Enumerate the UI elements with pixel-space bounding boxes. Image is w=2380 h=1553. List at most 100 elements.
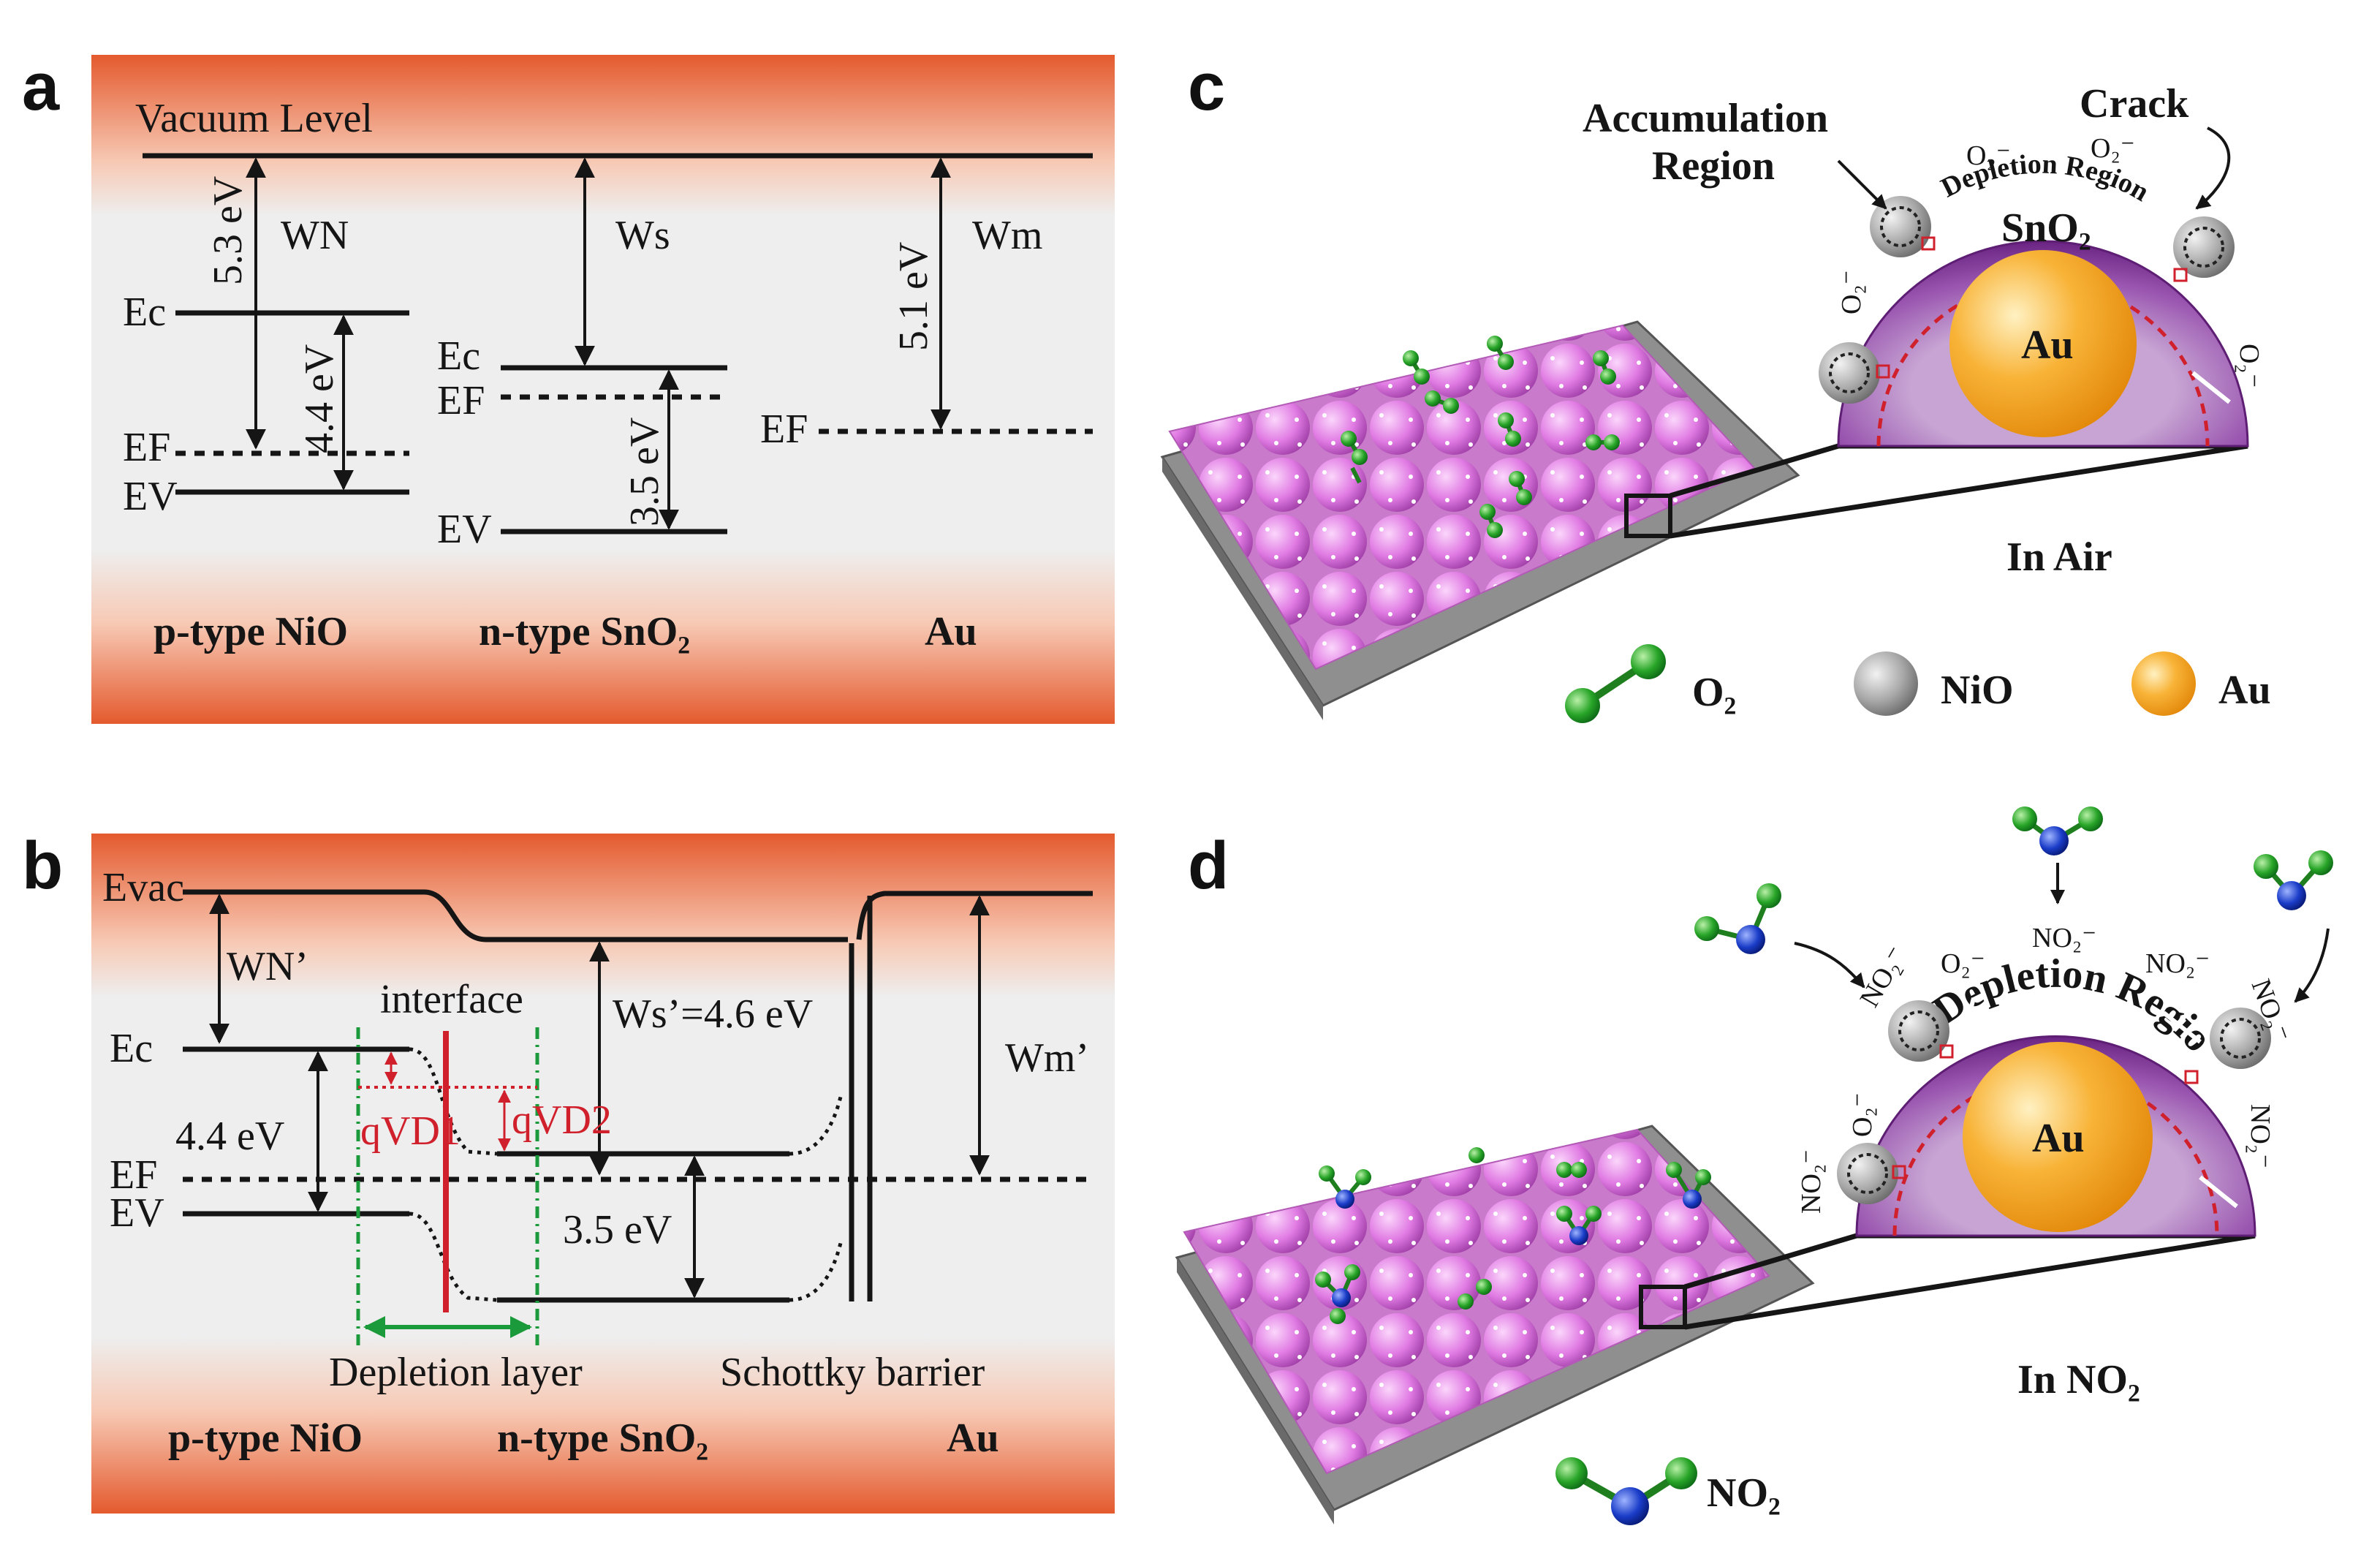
c-o2-minus-top-2: O₂⁻ xyxy=(2091,133,2135,164)
c-sphere-array xyxy=(1168,324,1756,670)
panel-a-sno2-material: n-type SnO₂ xyxy=(479,609,690,654)
legend-au-icon xyxy=(2131,651,2196,716)
c-region-label: Region xyxy=(1652,143,1775,189)
panel-b-nio-material: p-type NiO xyxy=(168,1416,363,1461)
d-no2-minus-left: NO₂⁻ xyxy=(1854,941,1912,1012)
d-o2-minus-left: O₂⁻ xyxy=(1847,1092,1878,1137)
b-44ev-label: 4.4 eV xyxy=(175,1114,284,1159)
c-nio-particles xyxy=(1819,196,2235,404)
c-o2-minus-top-1: O₂⁻ xyxy=(1966,140,2011,171)
interface-label: interface xyxy=(380,977,523,1022)
panel-b-band-diagram: Evac WN’ Ws’=4.6 eV Wm’ Ec EF EV 4.4 eV … xyxy=(91,834,1115,1514)
nio-44ev-label: 4.4 eV xyxy=(297,344,342,453)
b-ec-schottky-bend xyxy=(789,1096,843,1156)
legend-o2-icon xyxy=(1565,688,1600,723)
wm-prime-label: Wm’ xyxy=(1005,1035,1089,1081)
wn-prime-label: WN’ xyxy=(227,944,308,989)
b-ec-label: Ec xyxy=(110,1026,153,1071)
nio-ef-label: EF xyxy=(123,425,170,470)
c-zoom-box xyxy=(1624,494,1672,538)
legend-no2-label: NO₂ xyxy=(1707,1470,1781,1516)
d-substrate-edge xyxy=(1177,1258,1334,1524)
panel-b-au-material: Au xyxy=(947,1416,999,1461)
d-no2-minus-top: NO₂⁻ xyxy=(2032,923,2096,953)
sno2-35ev-label: 3.5 eV xyxy=(622,417,667,526)
wm-label: Wm xyxy=(972,213,1042,258)
evac-line-left xyxy=(183,889,848,942)
au-ef-label: EF xyxy=(760,407,808,452)
nio-ev-label: EV xyxy=(123,474,178,519)
panel-letter-d: d xyxy=(1188,828,1229,903)
c-crack-label: Crack xyxy=(2080,81,2189,126)
panel-letter-a: a xyxy=(22,50,60,124)
legend-nio-label: NiO xyxy=(1941,668,2014,713)
panel-letter-b: b xyxy=(22,828,63,903)
evac-label: Evac xyxy=(102,865,184,910)
qvd2-label: qVD2 xyxy=(512,1097,612,1143)
panel-b-sno2-material: n-type SnO₂ xyxy=(497,1416,708,1461)
legend-no2-icon xyxy=(1555,1457,1588,1489)
d-no2-minus-lower-right: NO₂⁻ xyxy=(2245,1104,2275,1168)
d-arrow-left xyxy=(1794,942,1865,989)
d-legend: NO₂ xyxy=(1555,1457,1781,1525)
nio-ec-label: Ec xyxy=(123,290,166,335)
c-legend: O₂ NiO Au xyxy=(1565,644,2271,723)
sno2-ef-label: EF xyxy=(437,378,485,423)
c-o2-minus-left: O₂⁻ xyxy=(1836,270,1867,314)
c-au-core xyxy=(1949,250,2137,437)
b-ev-bend xyxy=(409,1212,498,1302)
c-substrate-edge xyxy=(1162,457,1323,720)
c-o2-minus-right: O₂⁻ xyxy=(2234,344,2265,388)
d-o2-minus-top: O₂⁻ xyxy=(1941,948,1985,979)
c-crack-3 xyxy=(2191,371,2231,404)
c-sno2-label: SnO₂ xyxy=(2001,205,2091,251)
ws-label: Ws xyxy=(615,213,670,258)
d-crack-3 xyxy=(2199,1175,2238,1209)
b-ev-label: EV xyxy=(110,1190,164,1236)
legend-au-label: Au xyxy=(2218,668,2271,713)
panel-a-au-material: Au xyxy=(925,609,977,654)
ws-prime-label: Ws’=4.6 eV xyxy=(613,991,813,1037)
d-no2-minus-lower-left: NO₂⁻ xyxy=(1796,1149,1827,1214)
b-ec-bend xyxy=(409,1047,498,1156)
wn-label: WN xyxy=(281,213,349,258)
d-zoom-line-bottom xyxy=(1684,1233,2256,1330)
d-zoom-line-top xyxy=(1684,1233,1857,1290)
c-au-label: Au xyxy=(2021,322,2074,368)
c-accumulation-label: Accumulation xyxy=(1583,96,1828,141)
sno2-ec-label: Ec xyxy=(437,333,480,379)
c-accumulation-arrow xyxy=(1837,159,1887,210)
sno2-ev-label: EV xyxy=(437,507,492,552)
c-o2-atoms xyxy=(1341,336,1620,538)
nio-53ev-label: 5.3 eV xyxy=(205,176,251,285)
c-condition-label: In Air xyxy=(2006,534,2112,580)
d-arrow-right xyxy=(2294,928,2330,1003)
b-35ev-label: 3.5 eV xyxy=(563,1207,672,1252)
panel-a-band-diagram: Vacuum Level WN 5.3 eV 4.4 eV Ec EF EV W… xyxy=(91,55,1115,724)
depletion-layer-label: Depletion layer xyxy=(329,1350,583,1395)
qvd1-label: qVD1 xyxy=(360,1108,461,1154)
c-crack-1 xyxy=(1949,192,1968,221)
c-crack-arrow xyxy=(2195,126,2231,210)
b-ef-label: EF xyxy=(110,1152,157,1198)
c-zoom-line-top xyxy=(1670,443,1839,499)
panel-b-background xyxy=(91,834,1115,1514)
d-au-label: Au xyxy=(2032,1116,2085,1161)
panel-c-in-air: Depletion Region Au SnO₂ O₂⁻ O₂⁻ O₂⁻ O₂⁻… xyxy=(1160,81,2271,723)
d-crack-1 xyxy=(1964,997,1976,1028)
panel-letter-c: c xyxy=(1188,50,1225,124)
d-sphere-array xyxy=(1183,1128,1770,1475)
panel-a-nio-material: p-type NiO xyxy=(154,609,348,654)
c-depletion-boundary xyxy=(1876,279,2210,447)
d-no2-molecules xyxy=(1315,1147,1711,1324)
d-nio-particles xyxy=(1837,1000,2271,1204)
legend-o2-label: O₂ xyxy=(1692,670,1736,715)
c-zoom-line-bottom xyxy=(1670,443,2248,539)
legend-nio-icon xyxy=(1854,651,1918,716)
d-au-core xyxy=(1963,1042,2153,1232)
vacuum-level-label: Vacuum Level xyxy=(135,96,373,141)
b-ev-schottky-bend xyxy=(789,1242,843,1302)
schottky-barrier-label: Schottky barrier xyxy=(720,1350,985,1395)
d-no2-minus-top-right: NO₂⁻ xyxy=(2145,948,2210,979)
